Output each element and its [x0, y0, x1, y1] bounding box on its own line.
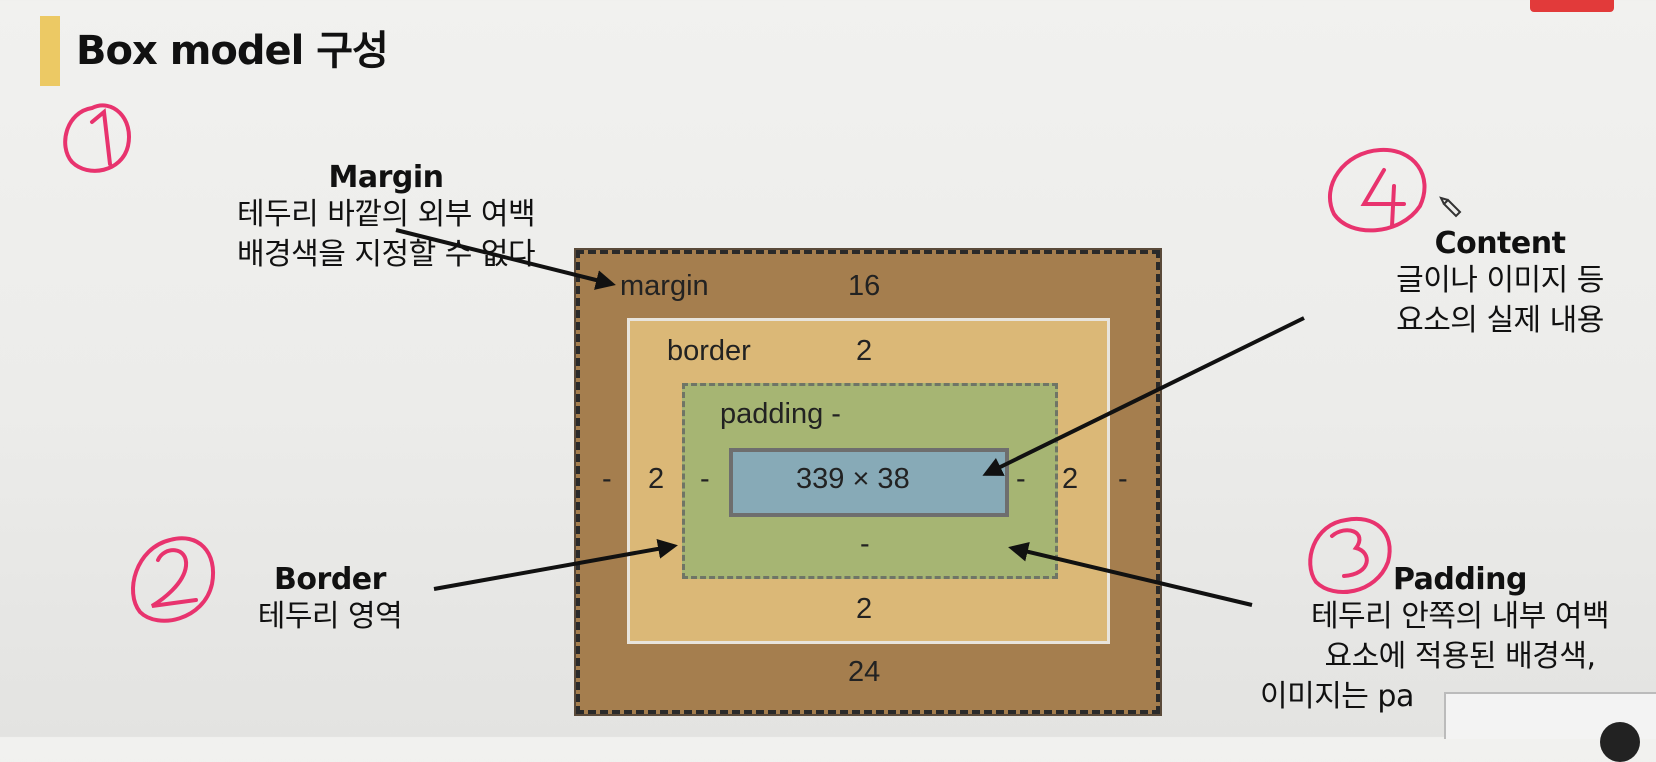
padding-desc-line-3: 이미지는 pa — [1260, 679, 1414, 714]
annotation-circle-4 — [1327, 147, 1427, 233]
page-title: Box model 구성 — [76, 28, 389, 74]
webcam-person — [1600, 722, 1640, 762]
border-right-value: 2 — [1062, 463, 1079, 495]
padding-left-value: - — [700, 463, 710, 495]
content-arrow — [982, 316, 1305, 476]
border-bottom-value: 2 — [856, 593, 873, 625]
padding-label: Padding 테두리 안쪽의 내부 여백 요소에 적용된 배경색, 이미지는 … — [1260, 562, 1656, 717]
padding-heading: Padding — [1393, 562, 1528, 597]
content-heading: Content — [1434, 226, 1566, 261]
border-box-label: border — [667, 335, 751, 367]
padding-desc-line-2: 요소에 적용된 배경색, — [1324, 639, 1596, 674]
padding-desc-line-1: 테두리 안쪽의 내부 여백 — [1310, 599, 1610, 634]
annotation-circle-1 — [63, 103, 131, 173]
padding-bottom-value: - — [860, 528, 870, 560]
margin-top-value: 16 — [848, 270, 881, 302]
margin-left-value: - — [602, 463, 612, 495]
margin-arrow — [395, 228, 616, 290]
content-box — [729, 448, 1009, 517]
content-desc-line-1: 글이나 이미지 등 — [1396, 263, 1604, 298]
padding-arrow — [1008, 541, 1253, 607]
pencil-cursor-icon — [1439, 196, 1462, 218]
title-accent-bar — [40, 16, 60, 86]
margin-heading: Margin — [328, 160, 444, 195]
border-heading: Border — [274, 562, 386, 597]
margin-desc-line-1: 테두리 바깥의 외부 여백 — [236, 197, 536, 232]
annotation-overlay — [63, 103, 1462, 623]
border-left-value: 2 — [648, 463, 665, 495]
margin-box-label: margin — [620, 270, 709, 302]
annotation-circle-3 — [1308, 516, 1392, 595]
margin-bottom-value: 24 — [848, 656, 881, 688]
content-size-value: 339 × 38 — [796, 463, 910, 495]
padding-box-label: padding - — [720, 398, 841, 430]
content-desc-line-2: 요소의 실제 내용 — [1396, 303, 1604, 338]
annotation-circle-2 — [131, 536, 216, 623]
border-label: Border 테두리 영역 — [220, 562, 440, 637]
border-arrow — [433, 538, 678, 591]
margin-right-value: - — [1118, 463, 1128, 495]
padding-right-value: - — [1016, 463, 1026, 495]
border-top-value: 2 — [856, 335, 873, 367]
border-desc-line-1: 테두리 영역 — [257, 599, 403, 634]
content-label: Content 글이나 이미지 등 요소의 실제 내용 — [1350, 226, 1650, 341]
recording-indicator — [1530, 0, 1614, 12]
